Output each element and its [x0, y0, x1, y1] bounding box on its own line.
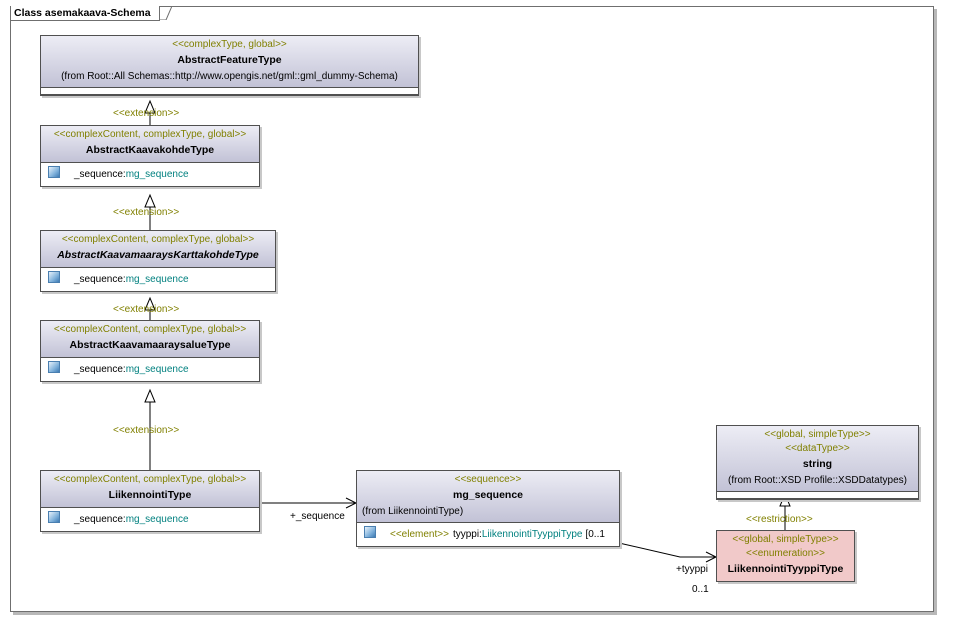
class-name: LiikennointiTyyppiType [727, 563, 844, 575]
attribute-stereotype: <<element>> [390, 529, 449, 540]
class-name: AbstractKaavamaaraysalueType [69, 339, 231, 351]
class-abstract-karttakohde-type[interactable]: <<complexContent, complexType, global>> … [40, 230, 276, 292]
attribute-type: mg_sequence [125, 274, 189, 285]
stereotype-label: <<global, simpleType>> [764, 429, 871, 440]
class-origin: (from Root::All Schemas::http://www.open… [61, 71, 398, 82]
class-name: AbstractKaavakohdeType [85, 144, 215, 156]
attribute-icon [364, 526, 376, 538]
stereotype-label-2: <<enumeration>> [746, 548, 825, 559]
class-header: <<global, simpleType>> <<dataType>> stri… [717, 426, 918, 492]
class-header: <<complexContent, complexType, global>> … [41, 321, 259, 358]
class-abstract-kaavakohde-type[interactable]: <<complexContent, complexType, global>> … [40, 125, 260, 187]
attribute-type: mg_sequence [125, 514, 189, 525]
attribute-row[interactable]: _sequence:mg_sequence [41, 268, 275, 291]
stereotype-label: <<complexContent, complexType, global>> [53, 129, 247, 140]
stereotype-label: <<global, simpleType>> [732, 534, 839, 545]
extension-label-4: <<extension>> [113, 425, 180, 436]
stereotype-label: <<complexContent, complexType, global>> [61, 234, 255, 245]
stereotype-label: <<complexContent, complexType, global>> [53, 324, 247, 335]
class-name: AbstractFeatureType [177, 54, 282, 66]
attribute-icon [48, 271, 60, 283]
class-header: <<complexType, global>> AbstractFeatureT… [41, 36, 418, 88]
class-mg-sequence[interactable]: <<sequence>> mg_sequence (from Liikennoi… [356, 470, 620, 547]
class-header: <<global, simpleType>> <<enumeration>> L… [717, 531, 854, 581]
class-string[interactable]: <<global, simpleType>> <<dataType>> stri… [716, 425, 919, 500]
attribute-section [717, 492, 918, 499]
attribute-type: LiikennointiTyyppiType [481, 529, 583, 540]
attribute-row[interactable]: <<element>>tyyppi:LiikennointiTyyppiType… [357, 523, 619, 546]
extension-label-1: <<extension>> [113, 108, 180, 119]
diagram-title: Class asemakaava-Schema [11, 6, 160, 21]
attribute-type: mg_sequence [125, 364, 189, 375]
class-name: string [802, 458, 833, 470]
class-header: <<complexContent, complexType, global>> … [41, 126, 259, 163]
frame-tab-corner [160, 6, 172, 20]
attribute-name: tyyppi: [452, 529, 482, 540]
class-liikennointi-type[interactable]: <<complexContent, complexType, global>> … [40, 470, 260, 532]
attribute-row[interactable]: _sequence:mg_sequence [41, 358, 259, 381]
class-origin: (from LiikennointiType) [362, 506, 464, 517]
tyyppi-role-label: +tyyppi [676, 564, 708, 575]
class-liikennointi-tyyppi-type[interactable]: <<global, simpleType>> <<enumeration>> L… [716, 530, 855, 582]
attribute-multiplicity: [0..1 [585, 529, 605, 540]
attribute-section [41, 88, 418, 95]
stereotype-label: <<complexType, global>> [172, 39, 287, 50]
attribute-name: _sequence: [74, 169, 126, 180]
class-name: mg_sequence [452, 489, 524, 501]
attribute-icon [48, 166, 60, 178]
class-name: AbstractKaavamaaraysKarttakohdeType [57, 249, 259, 261]
restriction-label: <<restriction>> [746, 514, 813, 525]
class-name: LiikennointiType [108, 489, 192, 501]
attribute-row[interactable]: _sequence:mg_sequence [41, 163, 259, 186]
stereotype-label-2: <<dataType>> [785, 443, 850, 454]
tyyppi-multiplicity-label: 0..1 [692, 584, 709, 595]
stereotype-label: <<sequence>> [454, 474, 522, 485]
class-header: <<complexContent, complexType, global>> … [41, 471, 259, 508]
class-header: <<sequence>> mg_sequence (from Liikennoi… [357, 471, 619, 523]
attribute-icon [48, 511, 60, 523]
attribute-name: _sequence: [74, 364, 126, 375]
class-abstract-feature-type[interactable]: <<complexType, global>> AbstractFeatureT… [40, 35, 419, 96]
attribute-name: _sequence: [74, 274, 126, 285]
attribute-icon [48, 361, 60, 373]
class-abstract-kaavamaaraysalue-type[interactable]: <<complexContent, complexType, global>> … [40, 320, 260, 382]
sequence-role-label: +_sequence [290, 511, 345, 522]
extension-label-3: <<extension>> [113, 304, 180, 315]
stereotype-label: <<complexContent, complexType, global>> [53, 474, 247, 485]
extension-label-2: <<extension>> [113, 207, 180, 218]
class-origin: (from Root::XSD Profile::XSDDatatypes) [728, 475, 907, 486]
attribute-type: mg_sequence [125, 169, 189, 180]
attribute-row[interactable]: _sequence:mg_sequence [41, 508, 259, 531]
class-header: <<complexContent, complexType, global>> … [41, 231, 275, 268]
attribute-name: _sequence: [74, 514, 126, 525]
